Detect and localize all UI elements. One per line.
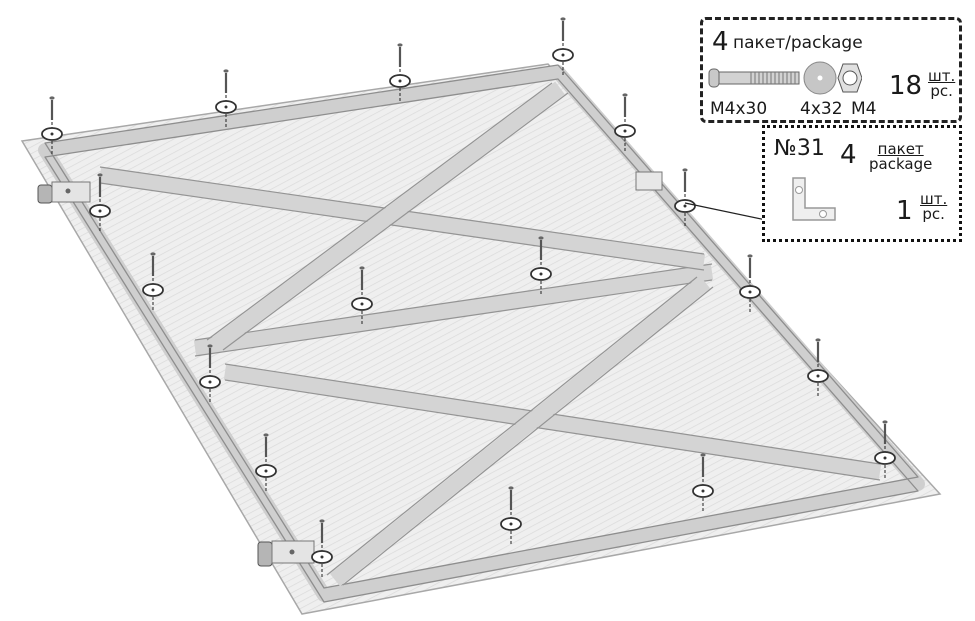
corner-bracket-mounted-icon — [635, 171, 663, 191]
washer-icon — [803, 61, 837, 95]
screw-washer-marker — [500, 486, 522, 546]
bracket-package-callout: №31 4 пакет package 1 шт. рс. — [762, 125, 962, 242]
hardware-quantity: 18 — [889, 71, 923, 101]
screw-washer-marker — [614, 93, 636, 153]
screw-washer-marker — [530, 236, 552, 296]
hinge-top-icon — [37, 181, 91, 204]
screw-washer-marker — [255, 433, 277, 493]
bracket-package-label: пакет package — [869, 142, 932, 172]
bracket-package-count: 4 — [840, 140, 857, 170]
screw-washer-marker — [552, 17, 574, 77]
screw-washer-marker — [692, 453, 714, 513]
hardware-package-callout: 4 пакет/package 18 шт. рс. М4х3 — [700, 17, 962, 123]
screw-washer-marker — [89, 173, 111, 233]
screw-markers — [41, 17, 896, 579]
screw-washer-marker — [199, 344, 221, 404]
screw-washer-marker — [874, 420, 896, 480]
hardware-parts-icons — [708, 61, 862, 95]
nut-icon — [837, 63, 862, 93]
package-top: пакет — [877, 140, 924, 158]
bracket-quantity: 1 — [896, 196, 913, 226]
screw-washer-marker — [142, 252, 164, 312]
part-number: №31 — [774, 136, 825, 161]
screw-washer-marker — [311, 519, 333, 579]
screw-washer-marker — [351, 266, 373, 326]
screw-washer-marker — [807, 338, 829, 398]
package-label: пакет/package — [733, 33, 863, 53]
screw-washer-marker — [674, 168, 696, 228]
bolt-icon — [708, 68, 800, 88]
washer-label: 4х32 — [800, 99, 843, 119]
screw-washer-marker — [215, 69, 237, 129]
bracket-leader-line — [684, 202, 767, 221]
hinge-bottom-icon — [257, 540, 315, 567]
hardware-unit: шт. рс. — [928, 69, 955, 99]
screw-washer-marker — [739, 254, 761, 314]
package-bottom: package — [869, 155, 933, 173]
screw-washer-marker — [41, 96, 63, 156]
bracket-unit: шт. рс. — [920, 192, 947, 222]
nut-label: М4 — [851, 99, 877, 119]
bolt-label: М4х30 — [710, 99, 768, 119]
unit-bottom: рс. — [930, 82, 953, 100]
bracket-unit-top: шт. — [920, 190, 948, 208]
unit-top: шт. — [928, 67, 956, 85]
screw-washer-marker — [389, 43, 411, 103]
gate-frame — [38, 64, 925, 603]
bracket-unit-bottom: рс. — [922, 205, 945, 223]
package-count: 4 — [712, 27, 729, 57]
corner-bracket-icon — [792, 177, 836, 221]
